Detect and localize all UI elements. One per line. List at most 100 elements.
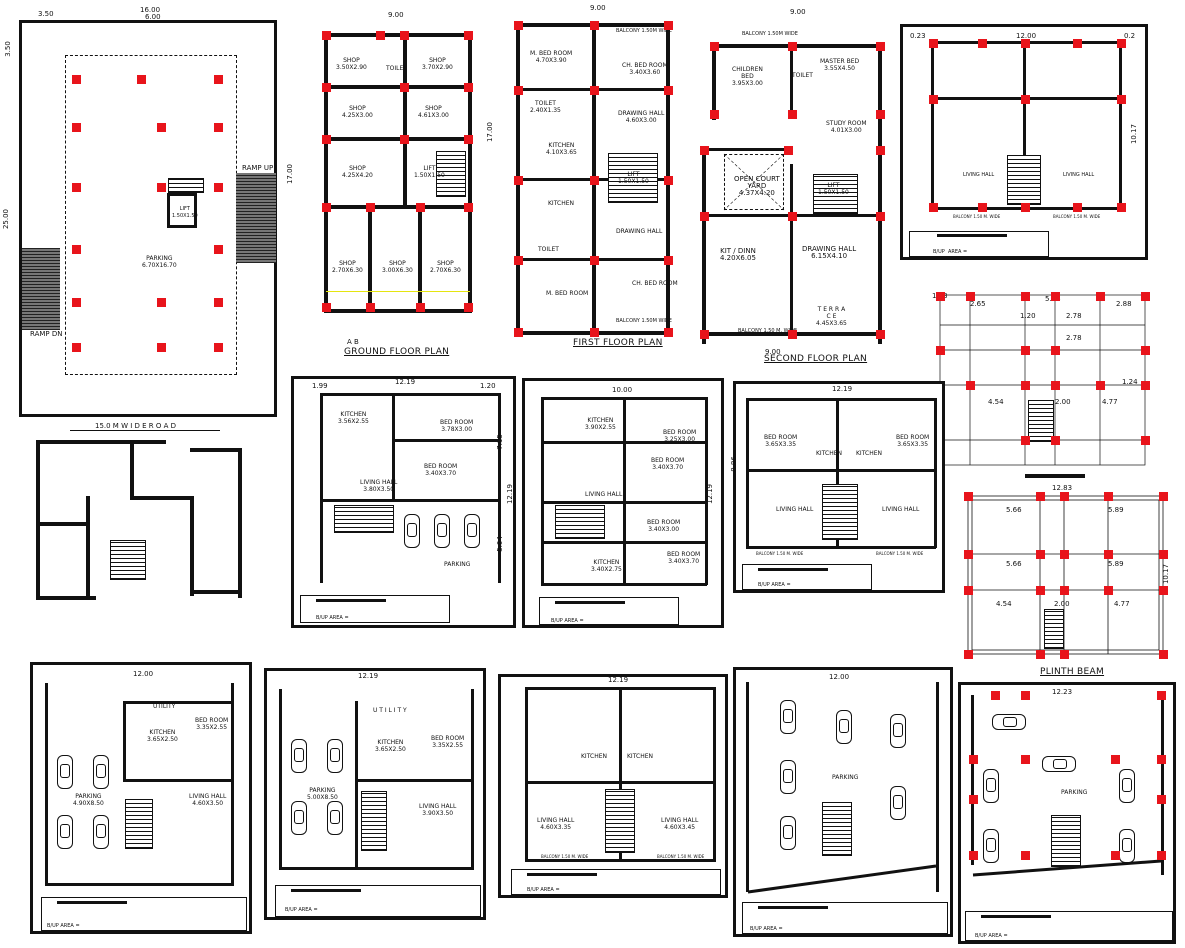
ff-toilet1: TOILET 2.40X1.35 — [530, 100, 561, 114]
structural-column — [590, 86, 599, 95]
b1-kitchen: KITCHEN 3.65X2.50 — [147, 729, 178, 743]
structural-column — [157, 343, 166, 352]
b3-living2: LIVING HALL 4.60X3.45 — [661, 817, 699, 831]
ff-kitchen2: KITCHEN — [548, 200, 574, 207]
structural-column — [936, 292, 945, 301]
ff-bed4: CH. BED ROOM — [632, 280, 678, 287]
first-floor-plan: M. BED ROOM 4.70X3.90 BALCONY 1.50M WIDE… — [508, 18, 683, 338]
structural-column — [72, 245, 81, 254]
structural-column — [1096, 292, 1105, 301]
structural-column — [464, 303, 473, 312]
structural-column — [366, 303, 375, 312]
structural-column — [214, 183, 223, 192]
trp-area: B/UP AREA = — [933, 249, 968, 255]
structural-column — [322, 31, 331, 40]
structural-column — [788, 212, 797, 221]
structural-column — [1036, 550, 1045, 559]
structural-column — [1021, 292, 1030, 301]
structural-column — [1111, 851, 1120, 860]
cg-d4: 2.88 — [1116, 300, 1132, 308]
gf-shop5: SHOP 4.25X4.20 — [342, 165, 373, 179]
pb-dim-side: 10.17 — [1162, 563, 1171, 585]
structural-column — [1051, 381, 1060, 390]
structural-column — [72, 183, 81, 192]
structural-column — [1159, 492, 1168, 501]
structural-column — [1021, 755, 1030, 764]
structural-column — [157, 183, 166, 192]
b3-dim-top: 12.19 — [608, 676, 629, 684]
structural-column — [978, 39, 987, 48]
plinth-grid-lines — [967, 495, 1164, 655]
b3-living1: LIVING HALL 4.60X3.35 — [537, 817, 575, 831]
gf-caption: GROUND FLOOR PLAN — [344, 347, 450, 357]
r4-area: B/UP AREA = — [758, 582, 791, 588]
structural-column — [788, 110, 797, 119]
ff-drawing1: DRAWING HALL 4.60X3.00 — [618, 110, 665, 124]
structural-column — [214, 245, 223, 254]
sf-dim-bot: 9.00 — [765, 348, 781, 356]
structural-column — [514, 86, 523, 95]
r2-dim-l: 1.99 — [312, 382, 328, 390]
r2-kitchen: KITCHEN 3.56X2.55 — [338, 411, 369, 425]
b4-slant — [747, 864, 937, 894]
b1-parking: PARKING 4.90X8.50 — [73, 793, 104, 807]
r2-area: B/UP AREA = — [316, 615, 349, 621]
structural-column — [400, 83, 409, 92]
plan-b1: UTILITY KITCHEN 3.65X2.50 BED ROOM 3.35X… — [30, 662, 252, 934]
structural-column — [929, 39, 938, 48]
b5-area: B/UP AREA = — [975, 933, 1008, 939]
r2-dim-top: 12.19 — [395, 378, 416, 386]
sf-lift: LIFT 1.50X1.50 — [818, 182, 849, 196]
trp-bal1: BALCONY 1.50 M. WIDE — [953, 214, 1001, 219]
structural-column — [700, 212, 709, 221]
trp-living1: LIVING HALL — [963, 172, 995, 178]
structural-column — [366, 203, 375, 212]
ramp-down — [22, 248, 60, 330]
structural-column — [214, 123, 223, 132]
structural-column — [1051, 346, 1060, 355]
structural-column — [876, 212, 885, 221]
r4-bal2: BALCONY 1.50 M. WIDE — [876, 551, 924, 556]
structural-column — [1021, 95, 1030, 104]
structural-column — [1157, 755, 1166, 764]
b1-living: LIVING HALL 4.60X3.50 — [189, 793, 227, 807]
b2-utility: U T I L I T Y — [373, 707, 407, 714]
structural-column — [400, 31, 409, 40]
structural-column — [514, 176, 523, 185]
b5-dim-top: 12.23 — [1052, 688, 1073, 696]
r3-bed1: BED ROOM 3.25X3.00 — [663, 429, 697, 443]
structural-column — [1141, 346, 1150, 355]
gf-lift: LIFT 1.50X1.50 — [414, 165, 445, 179]
pb-d2: 5.89 — [1108, 506, 1124, 514]
structural-column — [700, 330, 709, 339]
sf-caption: SECOND FLOOR PLAN — [764, 354, 868, 364]
structural-column — [700, 146, 709, 155]
structural-column — [1021, 346, 1030, 355]
structural-column — [966, 381, 975, 390]
plan-b3: KITCHEN KITCHEN LIVING HALL 4.60X3.35 LI… — [498, 674, 728, 898]
structural-column — [1104, 586, 1113, 595]
structural-column — [514, 21, 523, 30]
structural-column — [514, 328, 523, 337]
structural-column — [1021, 203, 1030, 212]
pb-dim-top: 12.83 — [1052, 484, 1073, 492]
sf-drawing: DRAWING HALL 6.15X4.10 — [802, 245, 857, 260]
b3-area: B/UP AREA = — [527, 887, 560, 893]
gf-dim-side: 17.00 — [286, 163, 295, 185]
structural-column — [514, 256, 523, 265]
sf-balcony-top: BALCONY 1.50M WIDE — [742, 31, 798, 37]
site-stair — [168, 178, 204, 193]
structural-column — [784, 146, 793, 155]
structural-column — [322, 303, 331, 312]
structural-column — [1117, 203, 1126, 212]
structural-column — [1157, 851, 1166, 860]
structural-column — [72, 75, 81, 84]
r4-dim-side: 8.86 — [729, 456, 738, 472]
plan-r2: KITCHEN 3.56X2.55 BED ROOM 3.78X3.00 BED… — [291, 376, 516, 628]
cg-d8: 2.00 — [1055, 398, 1071, 406]
structural-column — [464, 135, 473, 144]
r3-bed4: BED ROOM 3.40X3.70 — [667, 551, 701, 565]
pb-d4: 5.89 — [1108, 560, 1124, 568]
r3-living: LIVING HALL — [585, 491, 623, 498]
site-dim-b: 16.00 — [140, 6, 161, 14]
